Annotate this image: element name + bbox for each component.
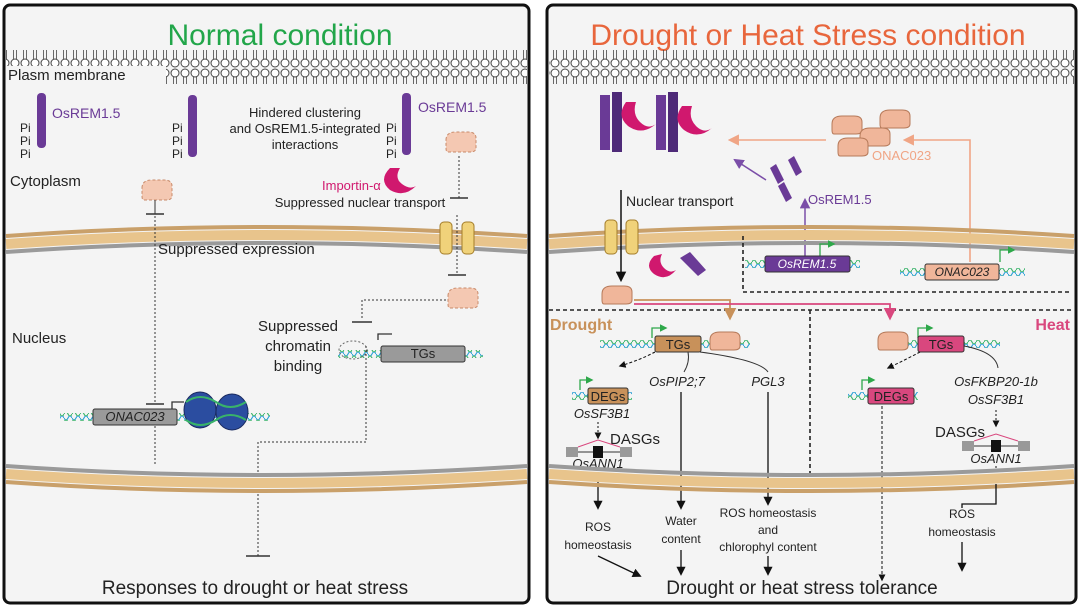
osrem-label-2: OsREM1.5 [418,99,487,115]
osfkbp-label: OsFKBP20-1b [954,374,1038,389]
osrem-label-right: OsREM1.5 [808,192,872,207]
nuclear-envelope-bottom [5,469,528,488]
tgs-drought-label: TGs [666,337,691,352]
pi-label: Pi [386,134,397,148]
onac-nuclear [601,285,633,305]
degs-drought-label: DEGs [591,389,626,404]
degs-heat-box [867,387,915,405]
pi-label: Pi [172,121,183,135]
suppressed-binding-1: Suppressed [258,318,338,335]
osrem-protein-3: OsREM1.5 Pi Pi Pi [386,93,487,161]
hindered-text-2: and OsREM1.5-integrated [229,121,380,136]
ros-1a: ROS [585,520,611,534]
suppressed-transport-label: Suppressed nuclear transport [275,195,446,210]
right-plasma-membrane [549,50,1074,84]
water-a: Water [665,514,697,528]
osrem-protein-2: Pi Pi Pi [172,95,197,161]
nuclear-envelope-inner-top [5,241,528,254]
pi-label: Pi [20,147,31,161]
pi-label: Pi [172,147,183,161]
pi-label: Pi [386,147,397,161]
nuclear-transport-label: Nuclear transport [626,193,733,209]
water-b: content [661,532,701,546]
ossf3b1-drought: OsSF3B1 [574,406,630,421]
splicing-heat [962,433,1030,452]
plasm-membrane-label: Plasm membrane [8,67,126,84]
osrem-label-1: OsREM1.5 [52,105,121,121]
hindered-text-1: Hindered clustering [249,105,361,120]
pi-label: Pi [20,121,31,135]
ros-3b: homeostasis [928,525,995,539]
onac-protein-cyto-2 [445,131,477,153]
degs-drought-box [587,387,629,405]
importin-alpha [384,168,416,194]
onac-cluster [831,109,911,157]
ossf3b1-heat: OsSF3B1 [968,392,1024,407]
right-nuclear-envelope-bottom [548,469,1075,488]
tgs-heat-box [917,335,965,353]
left-panel-frame [2,3,531,605]
onac-protein-cyto [141,179,173,201]
nucleosome [183,391,249,431]
ros-3a: ROS [949,507,975,521]
importin-nuclear [649,254,676,278]
nuclear-envelope-outer-bottom [5,480,528,493]
pi-label: Pi [172,134,183,148]
left-title: Normal condition [167,19,392,52]
tgs-gene-box [380,345,466,363]
osrem-protein-1: OsREM1.5 Pi Pi Pi [20,93,121,161]
onac-protein-nuc [447,287,479,309]
nuclear-envelope-top [5,230,528,249]
osrem-gene-box [764,255,851,273]
tgs-label: TGs [411,346,436,361]
osrem-nuclear [680,252,706,276]
suppressed-binding-2: chromatin [265,338,331,355]
osann1-heat: OsANN1 [970,451,1021,466]
osrem-gene-label: OsREM1.5 [778,257,837,271]
divider-upper [742,236,1070,293]
importin-label: Importin-α [322,178,381,193]
onac-gene-box [92,408,178,426]
pi-label: Pi [386,121,397,135]
heat-label: Heat [1035,317,1070,334]
ospip-label: OsPIP2;7 [649,374,705,389]
drought-label: Drought [550,317,613,334]
onac-label-cyto: ONAC023 [872,148,931,163]
ros-2a: ROS homeostasis [720,506,817,520]
dasgs-drought: DASGs [610,431,660,448]
ros-2b: and [758,523,778,537]
right-bottom-label: Drought or heat stress tolerance [666,578,937,599]
right-nuclear-pore [604,190,639,283]
onac-gene-label-right: ONAC023 [935,265,990,279]
ros-1b: homeostasis [564,538,631,552]
right-title: Drought or Heat Stress condition [590,19,1025,52]
onac-gene-label: ONAC023 [105,409,165,424]
tgs-drought-box [654,335,702,353]
osrem-cluster [600,92,712,152]
dasgs-heat: DASGs [935,424,985,441]
hindered-text-3: interactions [272,137,339,152]
osrem-free [770,156,802,202]
suppressed-expression-label: Suppressed expression [158,241,315,258]
nuclear-pore [439,215,475,276]
suppressed-binding-3: binding [274,358,322,375]
left-bottom-label: Responses to drought or heat stress [102,578,408,599]
tgs-heat-label: TGs [929,337,954,352]
pgl3-label: PGL3 [751,374,785,389]
nuclear-envelope-outer-top [5,225,528,238]
nuclear-envelope-inner-bottom [5,464,528,477]
ros-2c: chlorophyl content [719,540,817,554]
nucleus-label: Nucleus [12,330,66,347]
onac-gene-box-right [924,263,1000,281]
splicing-drought [566,439,632,458]
cytoplasm-label: Cytoplasm [10,173,81,190]
left-panel: Normal condition Plasm membrane OsREM1.5… [2,3,531,605]
pi-label: Pi [20,134,31,148]
right-panel: Drought or Heat Stress condition ONAC023 [545,3,1078,605]
degs-heat-label: DEGs [874,389,909,404]
